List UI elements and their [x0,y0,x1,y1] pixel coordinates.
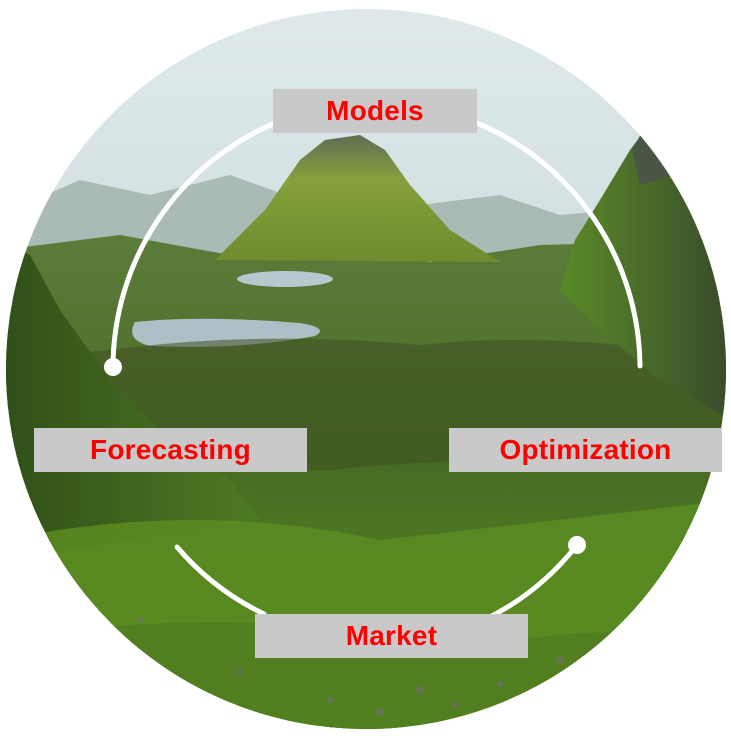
label-market: Market [255,614,528,658]
central-mountain [215,135,500,262]
right-cliff-rock [632,112,690,185]
left-cliff [6,240,260,560]
arc-models-to-optimization [474,120,643,369]
arc-forecasting-to-market [174,544,267,617]
label-forecasting: Forecasting [34,428,307,472]
circle-dot-icon [568,536,586,554]
label-optimization: Optimization [449,428,722,472]
upper-lake [237,271,333,287]
circle-dot-icon [104,358,122,376]
arc-models-to-forecasting [110,120,278,368]
label-models: Models [273,89,477,133]
